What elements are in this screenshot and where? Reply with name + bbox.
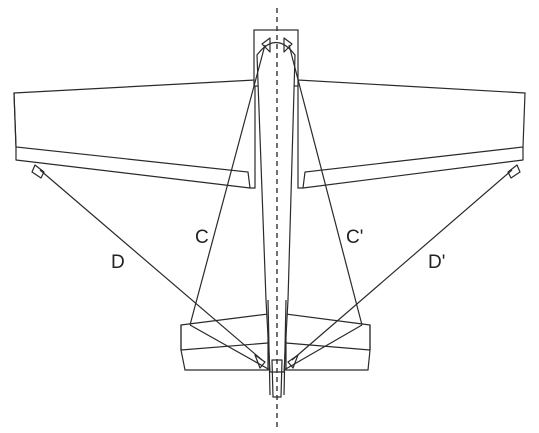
label-c-prime: C'	[346, 227, 363, 248]
left-wingtip-marker	[31, 164, 45, 179]
tail-right-marker	[287, 354, 299, 369]
line-c-prime	[288, 44, 363, 326]
line-d-prime	[291, 169, 513, 361]
left-wing	[13, 79, 256, 189]
nose-left-marker	[261, 37, 271, 53]
pointer-markers	[31, 37, 521, 369]
tail-left-marker	[254, 354, 266, 369]
label-d: D	[111, 252, 125, 273]
right-stabilizer	[285, 313, 371, 371]
line-c	[189, 44, 266, 326]
nose-right-marker	[283, 37, 293, 53]
right-wingtip-marker	[507, 164, 521, 179]
label-d-prime: D'	[428, 252, 445, 273]
measurement-lines	[39, 44, 513, 371]
label-c: C	[195, 227, 209, 248]
line-d	[39, 169, 263, 361]
right-wing	[297, 79, 526, 189]
